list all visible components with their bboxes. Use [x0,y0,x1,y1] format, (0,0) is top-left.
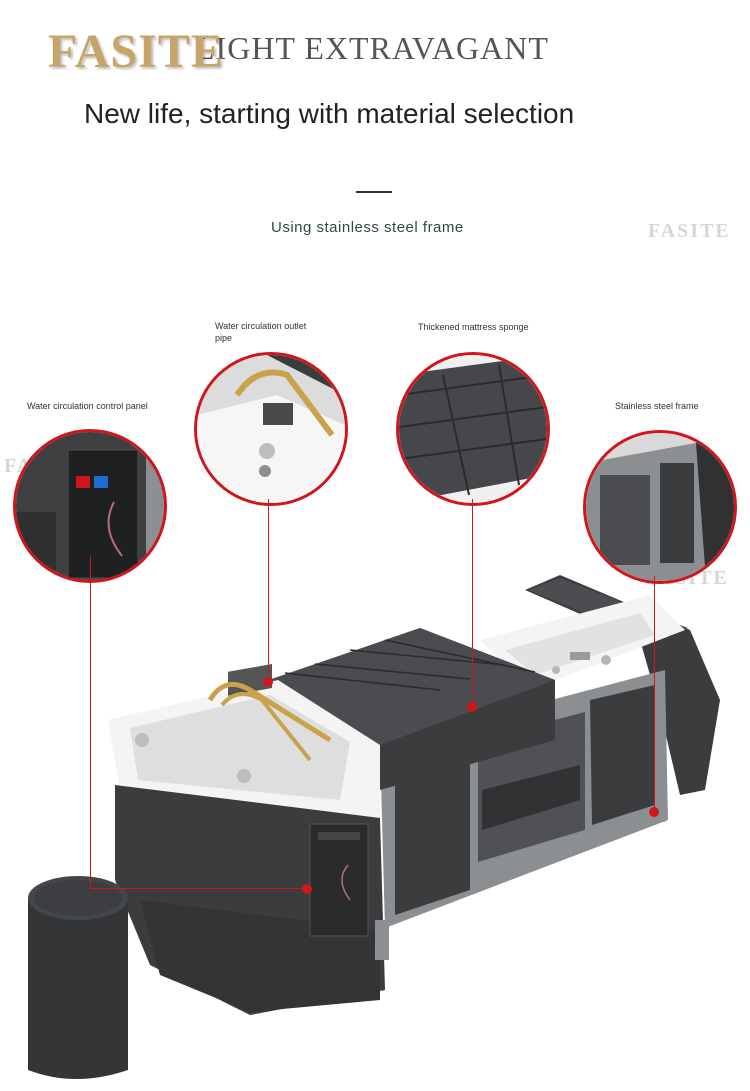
brand-logo: FASITE [48,25,224,78]
lens-frame [583,430,737,584]
pointer-line [654,576,655,808]
callout-label-frame: Stainless steel frame [615,401,699,411]
headline: LIGHT EXTRAVAGANT [195,30,549,66]
frame-zoom [586,433,734,581]
lens-mattress [396,352,550,506]
callout-label-mattress: Thickened mattress sponge [418,322,529,332]
frame-caption: Using stainless steel frame [271,219,464,236]
mattress-zoom [399,355,547,503]
pointer-dot [467,702,477,712]
control-panel-zoom [16,432,164,580]
pointer-line [472,499,473,704]
watermark: FASITE [648,220,731,242]
pointer-line [90,888,308,889]
callout-label-control-panel: Water circulation control panel [27,401,148,411]
pointer-dot [263,677,273,687]
lens-outlet-pipe [194,352,348,506]
pointer-line [268,499,269,679]
pointer-line [90,556,91,888]
callout-label-outlet-pipe: Water circulation outlet pipe [215,321,307,343]
pointer-dot [649,807,659,817]
outlet-pipe-zoom [197,355,345,503]
page-subtitle: New life, starting with material selecti… [84,98,575,129]
divider [356,191,392,193]
pointer-dot [302,884,312,894]
